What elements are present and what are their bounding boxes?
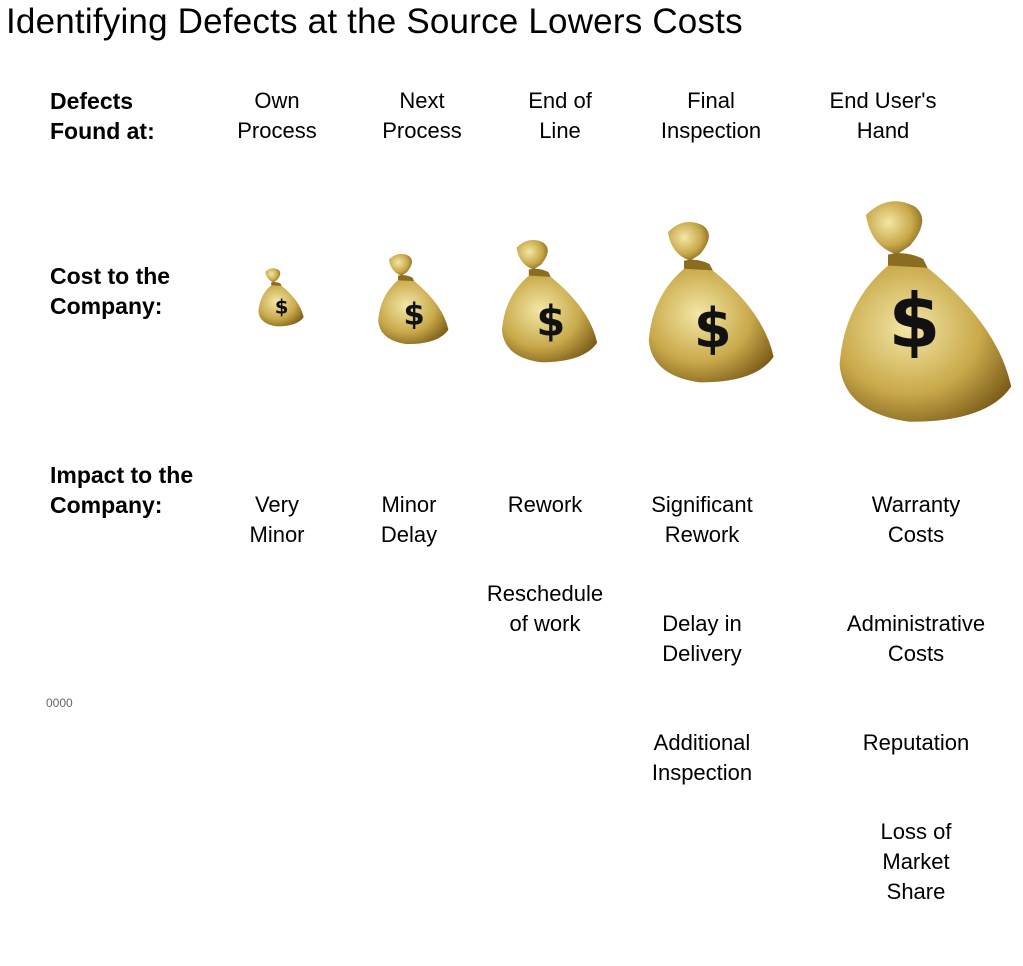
money-bag-icon: $ [839,201,1012,422]
money-bag-icon: $ [501,239,598,363]
impact-item: Administrative Costs [846,611,986,666]
impact-item: Delay in Delivery [662,611,742,666]
found-end-user-hand: End User's Hand [829,88,937,143]
impact-next-process: Minor Delay [381,460,437,609]
dollar-sign-icon: $ [888,278,940,365]
impact-final-inspection: Significant Rework Delay in Delivery Add… [651,460,753,847]
dollar-sign-icon: $ [404,297,425,332]
impact-item: Loss of Market Share [880,819,952,904]
impact-item: Minor Delay [380,492,438,547]
impact-item: Significant Rework [651,492,753,547]
impact-item: Reputation [862,730,970,755]
found-own-process: Own Process [237,88,317,143]
impact-own-process: Very Minor [249,460,304,609]
impact-item: Additional Inspection [651,730,753,785]
impact-item: Rework [507,492,583,517]
impact-item: Reschedule of work [486,581,604,636]
impact-end-user-hand: Warranty Costs Administrative Costs Repu… [847,460,985,966]
found-end-of-line: End of Line [528,88,592,143]
found-final-inspection: Final Inspection [660,88,762,143]
dollar-sign-icon: $ [536,296,565,345]
money-bag-icon: $ [378,253,449,345]
impact-end-of-line: Rework Reschedule of work [487,460,603,698]
slide-number: 0000 [46,696,73,710]
dollar-sign-icon: $ [275,296,289,319]
impact-item: Very Minor [249,492,305,547]
row-label-impact: Impact to the Company: [50,462,194,518]
found-next-process: Next Process [382,88,462,143]
money-bag-icon: $ [648,222,774,383]
row-label-cost: Cost to the Company: [50,263,171,319]
slide-title: Identifying Defects at the Source Lowers… [6,2,743,41]
impact-item: Warranty Costs [871,492,961,547]
money-bag-icon: $ [258,268,304,327]
row-label-defects-found: Defects Found at: [50,88,155,144]
dollar-sign-icon: $ [694,297,732,360]
